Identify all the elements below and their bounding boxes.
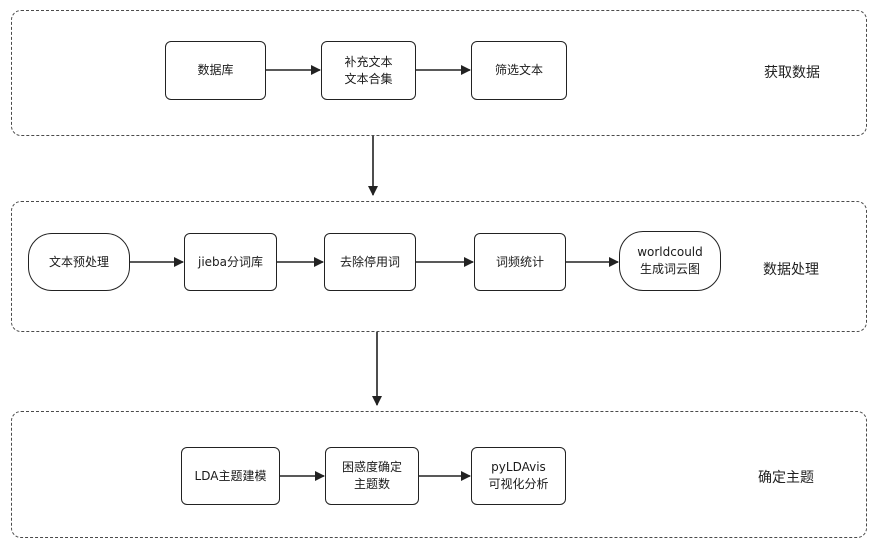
node-supplement-text: 补充文本 文本合集 [321, 41, 416, 100]
node-database: 数据库 [165, 41, 266, 100]
stage-label-data-processing: 数据处理 [763, 262, 819, 278]
node-perplexity-topics: 困惑度确定 主题数 [325, 447, 419, 505]
node-wordcloud: worldcould 生成词云图 [619, 231, 721, 291]
node-jieba-segmentation: jieba分词库 [184, 233, 277, 291]
stage-determine-topics [11, 411, 867, 538]
node-lda-modeling: LDA主题建模 [181, 447, 280, 505]
stage-acquire-data [11, 10, 867, 136]
stage-label-determine-topics: 确定主题 [758, 470, 814, 486]
stage-label-acquire-data: 获取数据 [764, 65, 820, 81]
node-pyldavis-visualization: pyLDAvis 可视化分析 [471, 447, 566, 505]
node-text-preprocess: 文本预处理 [28, 233, 130, 291]
stage-data-processing [11, 201, 867, 332]
node-filter-text: 筛选文本 [471, 41, 567, 100]
node-remove-stopwords: 去除停用词 [324, 233, 416, 291]
node-word-frequency: 词频统计 [474, 233, 566, 291]
